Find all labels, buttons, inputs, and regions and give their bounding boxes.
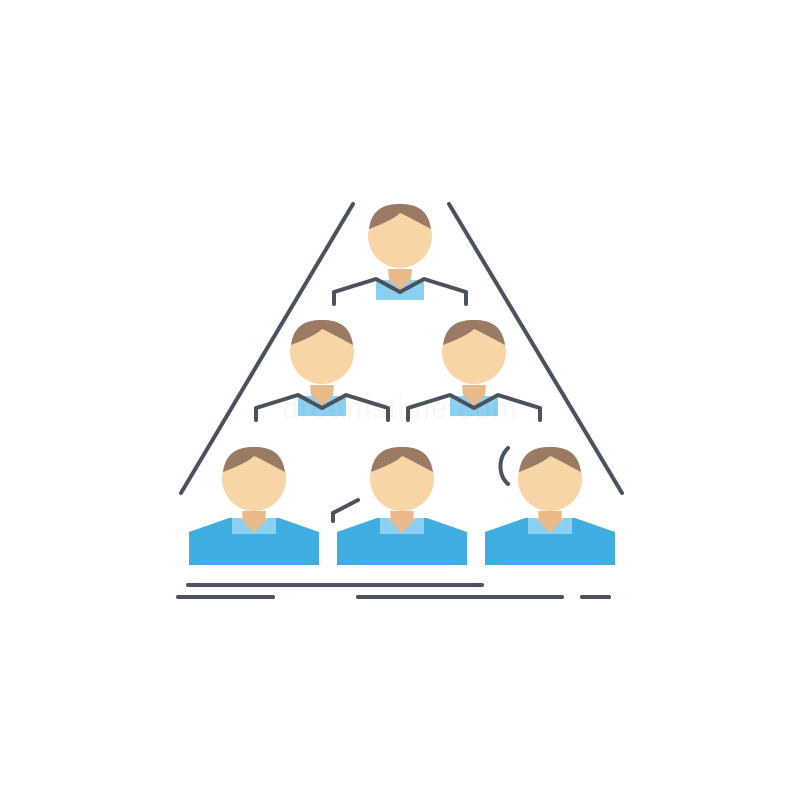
- pyramid-outline: [179, 202, 624, 495]
- pyramid-left-edge: [179, 202, 355, 495]
- pyramid-right-edge: [447, 202, 624, 495]
- member-left-person-icon: [189, 447, 319, 565]
- member-right-person-icon: [485, 447, 615, 565]
- ground-lines: [176, 583, 611, 599]
- accent-dash-left: [331, 498, 360, 523]
- accent-strokes: [331, 446, 510, 523]
- leader-person-icon: [332, 202, 468, 306]
- manager-right-person-icon: [406, 318, 542, 422]
- member-center-person-icon: [337, 447, 467, 565]
- accent-arc-right: [498, 446, 510, 486]
